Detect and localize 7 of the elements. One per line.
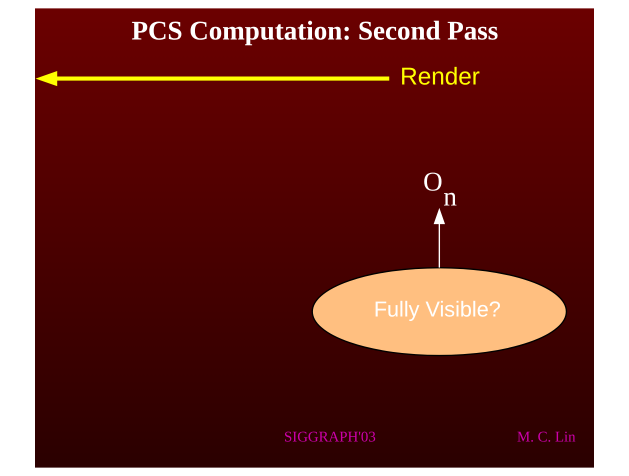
label: SIGGRAPH'03 bbox=[284, 430, 376, 446]
node-text: Render bbox=[400, 64, 480, 91]
label: M. C. Lin bbox=[517, 430, 576, 446]
diagram-title: PCS Computation: Second Pass bbox=[131, 15, 498, 46]
arrow bbox=[36, 71, 390, 86]
node-ellipse: Fully Visible? bbox=[312, 266, 568, 356]
arrow bbox=[434, 208, 446, 268]
